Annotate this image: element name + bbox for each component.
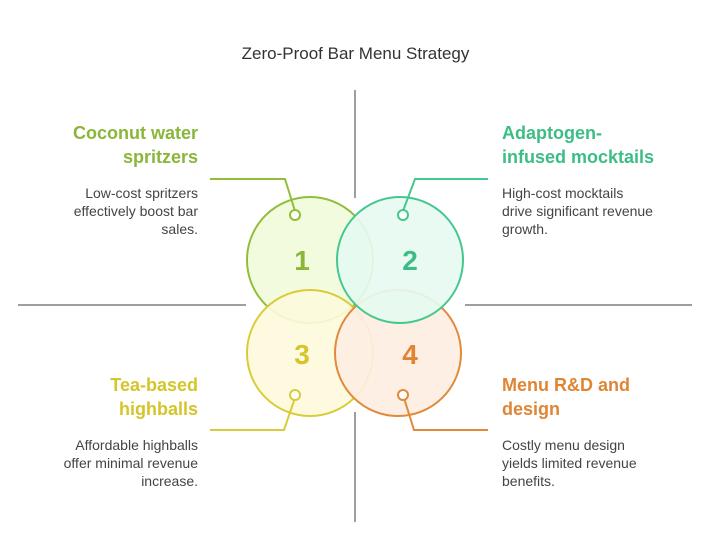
quadrant-4-heading-line2: design [502, 399, 561, 419]
connector-3 [210, 397, 296, 431]
quadrant-2-heading: Adaptogen- infused mocktails [502, 121, 702, 169]
quadrant-2-description: High-cost mocktails drive significant re… [502, 184, 702, 238]
circle-number-1: 1 [294, 245, 310, 276]
diagram-title: Zero-Proof Bar Menu Strategy [241, 44, 470, 63]
quadrant-4-desc-line1: Costly menu design [502, 437, 625, 453]
anchor-2 [397, 209, 409, 221]
quadrant-4-heading-line1: Menu R&D and [502, 375, 630, 395]
circle-number-4: 4 [402, 339, 418, 370]
quadrant-3-heading: Tea-based highballs [18, 373, 198, 421]
quadrant-4-desc-line3: benefits. [502, 473, 555, 489]
quadrant-4-heading: Menu R&D and design [502, 373, 702, 421]
circle-number-2: 2 [402, 245, 418, 276]
quadrant-1-desc-line1: Low-cost spritzers [85, 185, 198, 201]
quadrant-4-description: Costly menu design yields limited revenu… [502, 436, 702, 490]
quadrant-3-heading-line1: Tea-based [110, 375, 198, 395]
quadrant-2-desc-line3: growth. [502, 221, 548, 237]
quadrant-1-heading: Coconut water spritzers [18, 121, 198, 169]
quadrant-3-heading-line2: highballs [118, 399, 198, 419]
anchor-4 [397, 389, 409, 401]
circle-number-3: 3 [294, 339, 310, 370]
quadrant-3-desc-line2: offer minimal revenue [63, 455, 198, 471]
quadrant-2-heading-line1: Adaptogen- [502, 123, 602, 143]
connector-1 [210, 178, 296, 212]
circle-2 [336, 196, 464, 324]
quadrant-1-heading-line2: spritzers [122, 147, 198, 167]
quadrant-1-desc-line2: effectively boost bar [73, 203, 198, 219]
anchor-3 [289, 389, 301, 401]
anchor-1 [289, 209, 301, 221]
quadrant-1-heading-line1: Coconut water [72, 123, 198, 143]
quadrant-1-desc-line3: sales. [161, 221, 198, 237]
quadrant-2-desc-line2: drive significant revenue [502, 203, 653, 219]
quadrant-3-desc-line1: Affordable highballs [75, 437, 198, 453]
quadrant-4-desc-line2: yields limited revenue [502, 455, 637, 471]
connector-4 [403, 397, 488, 431]
quadrant-2-heading-line2: infused mocktails [502, 147, 655, 167]
quadrant-2-desc-line1: High-cost mocktails [502, 185, 624, 201]
quadrant-1-description: Low-cost spritzers effectively boost bar… [18, 184, 198, 238]
quadrant-3-desc-line3: increase. [141, 473, 198, 489]
quadrant-3-description: Affordable highballs offer minimal reven… [18, 436, 198, 490]
connector-2 [402, 178, 488, 212]
